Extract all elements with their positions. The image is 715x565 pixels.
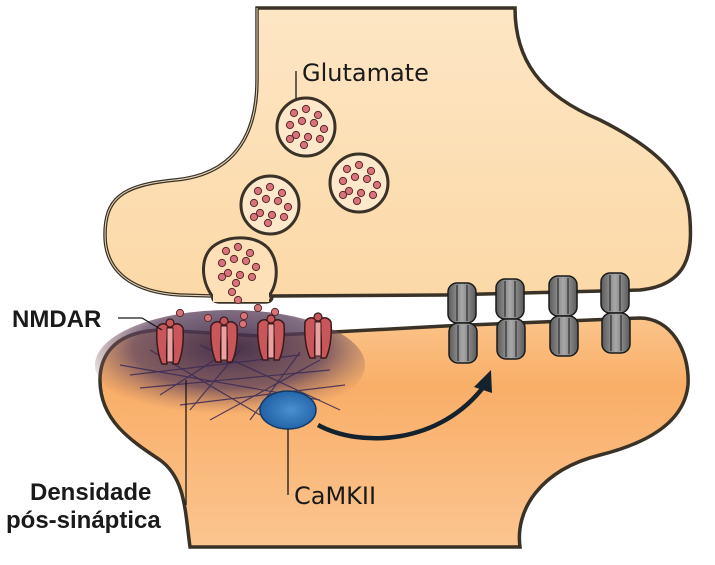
glutamate-dot [265,182,275,192]
glutamate-dot [245,248,255,258]
glutamate-molecules [175,104,382,329]
glutamate-dot [249,198,259,208]
glutamate-dot [221,246,231,256]
camkii-enzyme [259,390,317,430]
glutamate-dot [241,256,251,266]
nmdar-leader [118,317,163,331]
nmdar-receptor [257,314,285,361]
psd-label-line2: pós-sináptica [6,507,161,534]
glutamate-dot [372,180,382,190]
glutamate-dot [203,313,213,323]
glutamate-dot [297,116,307,126]
glutamate-dot [263,218,273,228]
glutamate-dot [233,242,243,252]
ampa-receptor [447,282,478,364]
glutamate-dot [249,212,259,222]
glutamate-label: Glutamate [302,59,429,87]
glutamate-dot [356,188,366,198]
glutamate-dot [313,110,323,120]
glutamate-dot [285,134,295,144]
glutamate-dot [273,196,283,206]
glutamate-dot [285,120,295,130]
glutamate-dot [362,174,372,184]
glutamate-dot [231,278,241,288]
ampa-receptor [495,278,526,360]
presynaptic-terminal [103,6,693,304]
glutamate-dot [279,212,289,222]
nmdar-receptor [304,312,332,359]
camkii-label: CaMKII [294,482,376,510]
glutamate-dot [291,130,301,140]
fusing-vesicle [202,236,278,302]
glutamate-dot [251,262,261,272]
psd-label-line1: Densidade [30,479,151,506]
glutamate-dot [319,124,329,134]
glutamate-dot [299,140,309,150]
glutamate-dot [309,118,319,128]
glutamate-dot [289,108,299,118]
glutamate-dot [238,319,248,329]
glutamate-dot [261,194,271,204]
glutamate-dot [315,134,325,144]
ampa-receptor [548,275,579,357]
glutamate-dot [267,210,277,220]
ampa-receptors [447,272,631,364]
nmdar-label: NMDAR [12,306,101,333]
glutamate-dot [247,272,257,282]
nmdar-receptor [156,318,184,365]
glutamate-dot [255,208,265,218]
glutamate-dot [301,104,311,114]
glutamate-dot [354,160,364,170]
glutamate-dot [366,166,376,176]
glutamate-dot [253,303,263,313]
glutamate-dot [350,172,360,182]
nmdar-receptor [210,316,238,363]
translocation-arrow [316,370,492,441]
glutamate-dot [338,176,348,186]
glutamate-dot [352,196,362,206]
glutamate-dot [342,164,352,174]
glutamate-dot [217,258,227,268]
glutamate-dot [277,188,287,198]
ampa-receptor [600,272,631,354]
glutamate-dot [175,308,185,318]
glutamate-dot [239,311,249,321]
glutamate-dot [227,287,237,297]
glutamate-dot [303,132,313,142]
glutamate-dot [233,295,243,305]
glutamate-dot [368,190,378,200]
glutamate-dot [270,307,280,317]
glutamate-dot [338,190,348,200]
presynaptic-body [103,6,693,304]
glutamate-dot [283,202,293,212]
glutamate-dot [235,270,245,280]
glutamate-dot [217,272,227,282]
glutamate-dot [253,186,263,196]
nmdar-receptors [156,312,332,365]
glutamate-dot [229,254,239,264]
glutamate-dot [344,186,354,196]
glutamate-dot [223,268,233,278]
